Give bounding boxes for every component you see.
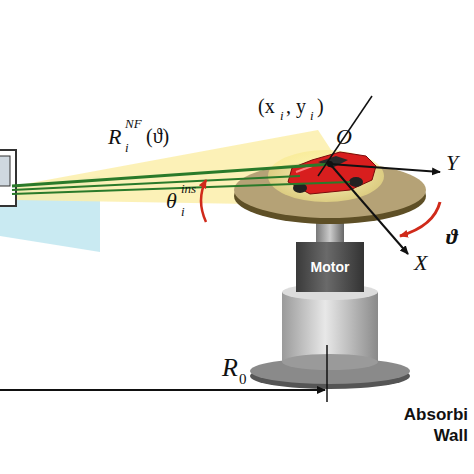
angle-label: ϑ xyxy=(446,226,458,248)
subscript: i xyxy=(125,141,129,154)
subscript: i xyxy=(310,109,314,122)
wall-label: Absorbi Wall xyxy=(388,404,468,447)
coordinate: (x xyxy=(258,96,275,116)
subscript: 0 xyxy=(239,372,247,387)
incidence-arrow xyxy=(201,180,206,222)
argument: (ϑ) xyxy=(146,126,169,146)
angle-symbol: θ xyxy=(166,190,177,212)
coordinate: ) xyxy=(317,96,324,116)
origin-label: O xyxy=(336,126,352,148)
dimension-line xyxy=(0,389,325,391)
range-symbol: R xyxy=(108,126,121,148)
superscript: NF xyxy=(125,117,142,130)
car xyxy=(288,152,376,194)
superscript: ins xyxy=(181,182,196,195)
axis-label: Y xyxy=(446,152,458,174)
rotation-arrow xyxy=(400,202,440,236)
axis-label: X xyxy=(414,252,427,274)
motor-box: Motor xyxy=(296,242,364,292)
node-text: Motor xyxy=(304,259,356,275)
y-axis xyxy=(330,164,440,172)
subscript: i xyxy=(181,205,185,218)
dimension-tick xyxy=(326,345,328,402)
subscript: i xyxy=(280,109,284,122)
stand-cylinder xyxy=(282,292,378,362)
radar-device xyxy=(0,150,16,206)
distance-symbol: R xyxy=(222,355,238,381)
radar-line xyxy=(318,96,372,176)
x-axis xyxy=(330,164,408,254)
coordinate: , y xyxy=(286,96,306,116)
